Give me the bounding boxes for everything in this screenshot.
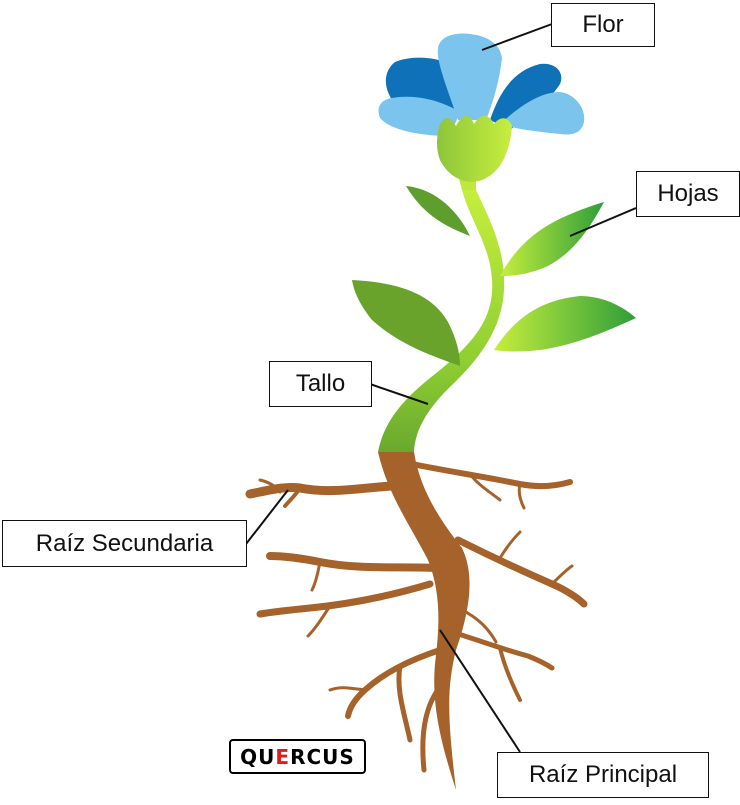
petal-light-right xyxy=(500,92,585,135)
petal-light-center xyxy=(437,33,502,120)
leaf-left-upper xyxy=(406,186,470,236)
leader-tallo xyxy=(369,383,429,405)
leader-flor xyxy=(481,23,553,51)
calyx xyxy=(437,115,512,182)
leaves xyxy=(352,186,636,366)
label-raiz-secundaria: Raíz Secundaria xyxy=(2,520,247,567)
label-raiz-principal: Raíz Principal xyxy=(497,752,709,798)
leader-raiz-principal xyxy=(439,629,521,753)
label-hojas: Hojas xyxy=(636,171,740,217)
leader-raiz-secundaria xyxy=(245,489,289,545)
leaf-left-lower xyxy=(352,280,460,366)
label-tallo: Tallo xyxy=(269,361,372,407)
main-root xyxy=(378,452,470,790)
leader-lines xyxy=(245,23,637,753)
leaf-right-lower xyxy=(494,296,636,352)
roots xyxy=(245,452,588,790)
leaf-right-upper xyxy=(500,202,604,276)
stem xyxy=(378,190,505,452)
leader-hojas xyxy=(569,207,637,237)
petal-dark-right xyxy=(490,63,562,130)
flower xyxy=(378,33,585,182)
label-flor: Flor xyxy=(551,3,655,47)
